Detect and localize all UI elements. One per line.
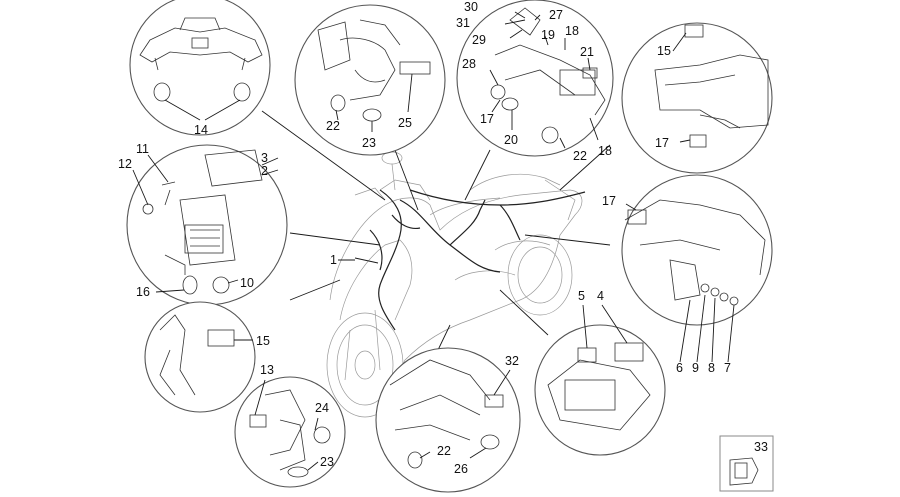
label-15b: 15	[256, 334, 270, 348]
detail-bottom-left	[234, 376, 346, 488]
label-3: 3	[261, 151, 268, 165]
label-7: 7	[724, 361, 731, 375]
label-2: 2	[261, 164, 268, 178]
leader-lines	[261, 110, 611, 351]
reference-labels: 1 2 3 4 5 6 7 8 9 10 11 12 13 14 15 15 1…	[118, 0, 768, 476]
detail-battery	[534, 304, 666, 456]
label-17a: 17	[480, 112, 494, 126]
label-16: 16	[136, 285, 150, 299]
label-33: 33	[754, 440, 768, 454]
label-29: 29	[472, 33, 486, 47]
label-5: 5	[578, 289, 585, 303]
label-4: 4	[597, 289, 604, 303]
label-26: 26	[454, 462, 468, 476]
label-10: 10	[240, 276, 254, 290]
label-22b: 22	[573, 149, 587, 163]
detail-bottom-center	[375, 347, 521, 493]
detail-handlebar	[129, 0, 271, 136]
label-6: 6	[676, 361, 683, 375]
label-15a: 15	[657, 44, 671, 58]
label-14: 14	[194, 123, 208, 137]
label-30: 30	[464, 0, 478, 14]
label-22a: 22	[326, 119, 340, 133]
detail-left-front	[144, 301, 256, 413]
label-23a: 23	[362, 136, 376, 150]
label-24: 24	[315, 401, 329, 415]
detail-steering	[456, 0, 614, 157]
label-18a: 18	[565, 24, 579, 38]
label-12: 12	[118, 157, 132, 171]
label-8: 8	[708, 361, 715, 375]
label-17c: 17	[602, 194, 616, 208]
label-23b: 23	[320, 455, 334, 469]
label-9: 9	[692, 361, 699, 375]
label-32: 32	[505, 354, 519, 368]
label-1: 1	[330, 253, 337, 267]
label-13: 13	[260, 363, 274, 377]
label-18b: 18	[598, 144, 612, 158]
detail-front-panel	[294, 4, 446, 156]
detail-part-33	[719, 435, 774, 492]
label-17b: 17	[655, 136, 669, 150]
label-11: 11	[136, 142, 149, 156]
label-20: 20	[504, 133, 518, 147]
label-27: 27	[549, 8, 563, 22]
label-22c: 22	[437, 444, 451, 458]
label-28: 28	[462, 57, 476, 71]
label-19: 19	[541, 28, 555, 42]
detail-rear-side	[621, 174, 773, 363]
detail-rear-frame	[621, 22, 773, 174]
label-25: 25	[398, 116, 412, 130]
label-21: 21	[580, 45, 594, 59]
label-31: 31	[456, 16, 470, 30]
